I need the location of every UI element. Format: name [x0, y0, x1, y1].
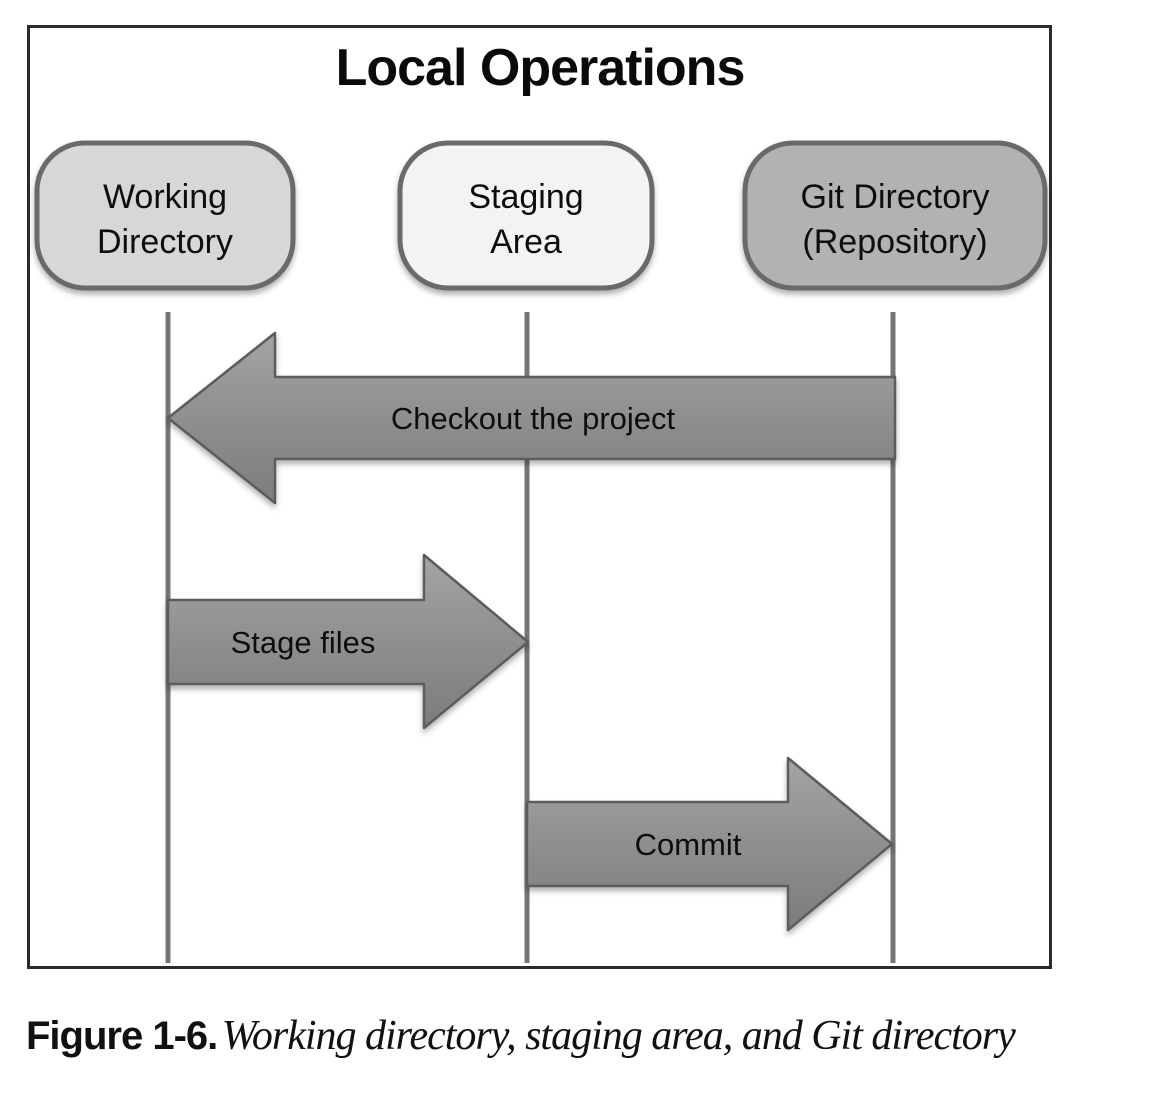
node-staging-area: Staging Area: [397, 140, 655, 291]
node-working-directory-label-line2: Directory: [97, 223, 233, 261]
node-staging-area-label-line1: Staging: [468, 178, 583, 216]
node-git-directory: Git Directory (Repository): [742, 140, 1048, 291]
node-staging-area-label-line2: Area: [490, 223, 562, 261]
arrow-stage-files-shape: [166, 553, 530, 730]
arrow-stage-files: Stage files: [166, 553, 530, 730]
arrow-stage-files-label: Stage files: [231, 625, 376, 660]
node-git-directory-shape: [742, 140, 1048, 291]
arrow-checkout-shape: [166, 331, 897, 505]
local-operations-diagram: Local Operations Working Directory Stagi…: [27, 25, 1052, 969]
diagram-title: Local Operations: [336, 39, 745, 97]
arrow-checkout-label: Checkout the project: [391, 401, 676, 436]
arrow-commit: Commit: [525, 756, 894, 932]
node-staging-area-shape: [397, 140, 655, 291]
node-git-directory-label-line2: (Repository): [802, 223, 987, 261]
arrow-commit-shape: [525, 756, 894, 932]
figure-caption: Figure 1-6. Working directory, staging a…: [26, 1012, 1156, 1060]
arrow-checkout: Checkout the project: [166, 331, 897, 505]
figure-caption-number: Figure 1-6.: [26, 1014, 218, 1058]
node-working-directory-label-line1: Working: [103, 178, 227, 216]
node-working-directory: Working Directory: [34, 140, 296, 291]
arrow-commit-label: Commit: [635, 827, 742, 862]
node-git-directory-label-line1: Git Directory: [801, 178, 990, 216]
node-working-directory-shape: [34, 140, 296, 291]
figure-caption-text: Working directory, staging area, and Git…: [221, 1013, 1016, 1059]
